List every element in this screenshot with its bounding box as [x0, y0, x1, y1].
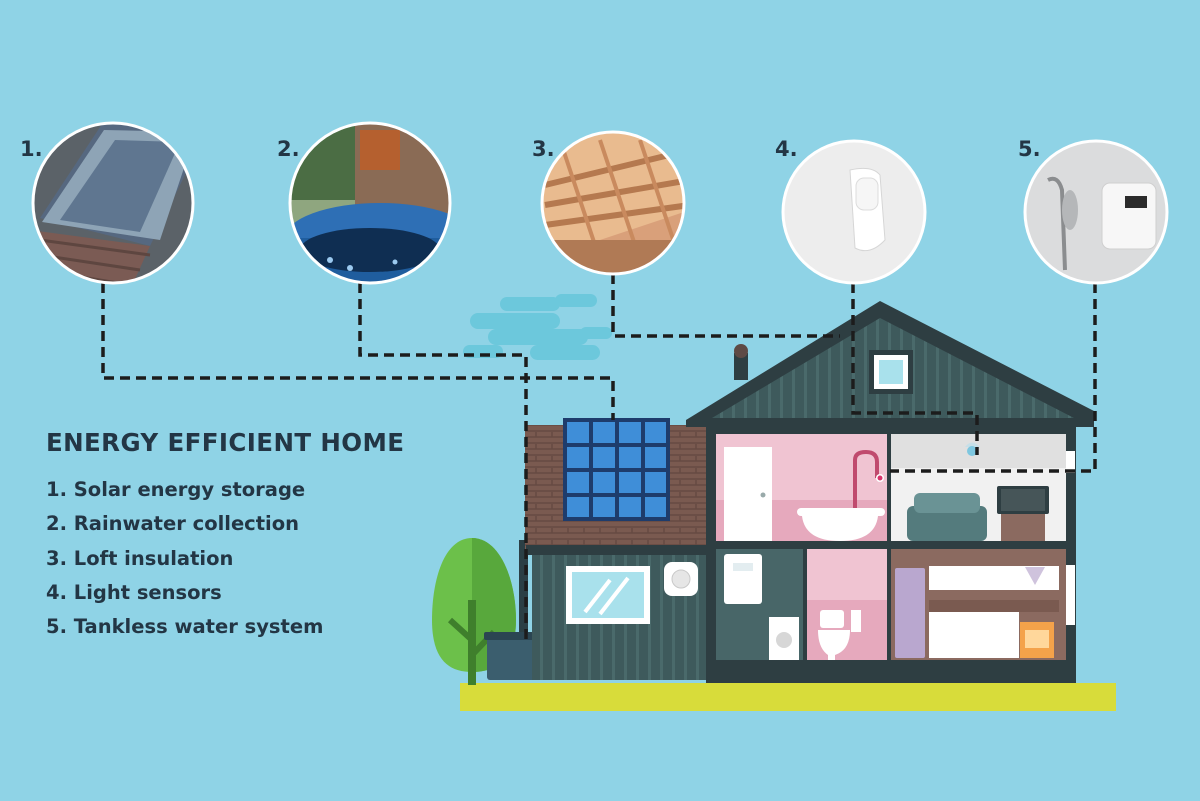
marker-5: 5.	[1018, 137, 1041, 161]
photo-light-sensor	[781, 139, 927, 285]
legend-item-rainwater: 2. Rainwater collection	[46, 512, 300, 536]
downpipe	[519, 540, 528, 640]
photo-rainwater-barrel	[288, 121, 452, 285]
legend-title: ENERGY EFFICIENT HOME	[46, 428, 405, 457]
marker-1: 1.	[20, 137, 43, 161]
connector-lines	[101, 274, 1097, 640]
legend: ENERGY EFFICIENT HOME 1. Solar energy st…	[46, 428, 404, 644]
legend-item-insulation: 3. Loft insulation	[46, 546, 234, 570]
legend-item-light-sensors: 4. Light sensors	[46, 580, 222, 604]
legend-list: 1. Solar energy storage 2. Rainwater col…	[46, 473, 404, 644]
connector-4	[851, 283, 979, 455]
clouds	[463, 294, 612, 360]
connector-5	[890, 283, 1097, 473]
connector-3	[611, 274, 840, 338]
photo-tankless-water-heater	[1023, 139, 1169, 285]
ground-strip	[460, 683, 1116, 711]
boiler	[724, 554, 762, 604]
marker-4: 4.	[775, 137, 798, 161]
legend-item-solar: 1. Solar energy storage	[46, 478, 306, 501]
chimney	[734, 353, 748, 380]
marker-2: 2.	[277, 137, 300, 161]
house-main	[686, 301, 1094, 683]
legend-item-tankless: 5. Tankless water system	[46, 615, 324, 639]
water-butt	[487, 636, 535, 680]
photo-loft-insulation	[540, 130, 686, 276]
house-extension	[525, 418, 716, 680]
connector-2	[358, 283, 528, 640]
connector-1	[101, 283, 615, 420]
photo-solar-panel	[31, 121, 195, 285]
marker-3: 3.	[532, 137, 555, 161]
